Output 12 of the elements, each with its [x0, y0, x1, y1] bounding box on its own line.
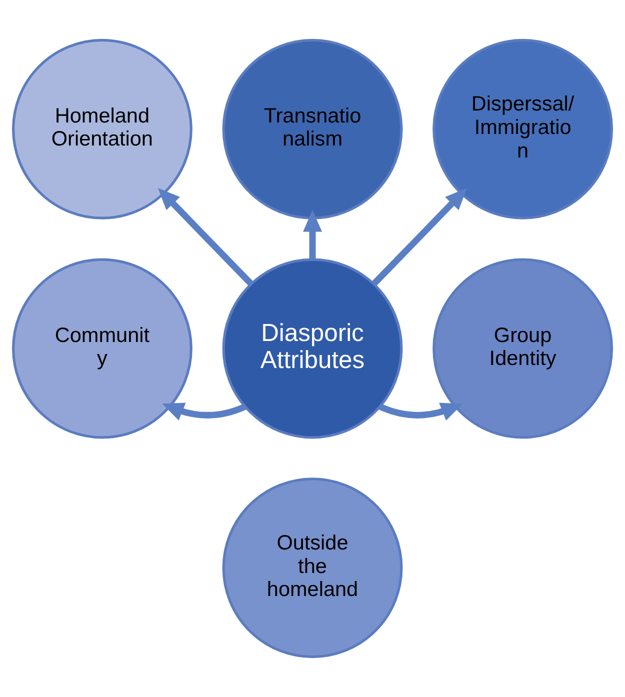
node-circle: Communit y [12, 258, 192, 439]
node-circle: Outside the homeland [222, 478, 403, 658]
node-circle: Transnatio nalism [222, 38, 403, 220]
node-circle: Diasporic Attributes [222, 258, 403, 439]
arrow [162, 402, 246, 420]
arrow [372, 188, 467, 286]
arrow [158, 188, 254, 286]
node-circle: Disperssal/ Immigratio n [432, 38, 614, 220]
arrow [378, 402, 463, 420]
arrow [303, 210, 322, 260]
node-circle: Group Identity [432, 258, 614, 439]
node-circle: Homeland Orientation [12, 38, 192, 220]
